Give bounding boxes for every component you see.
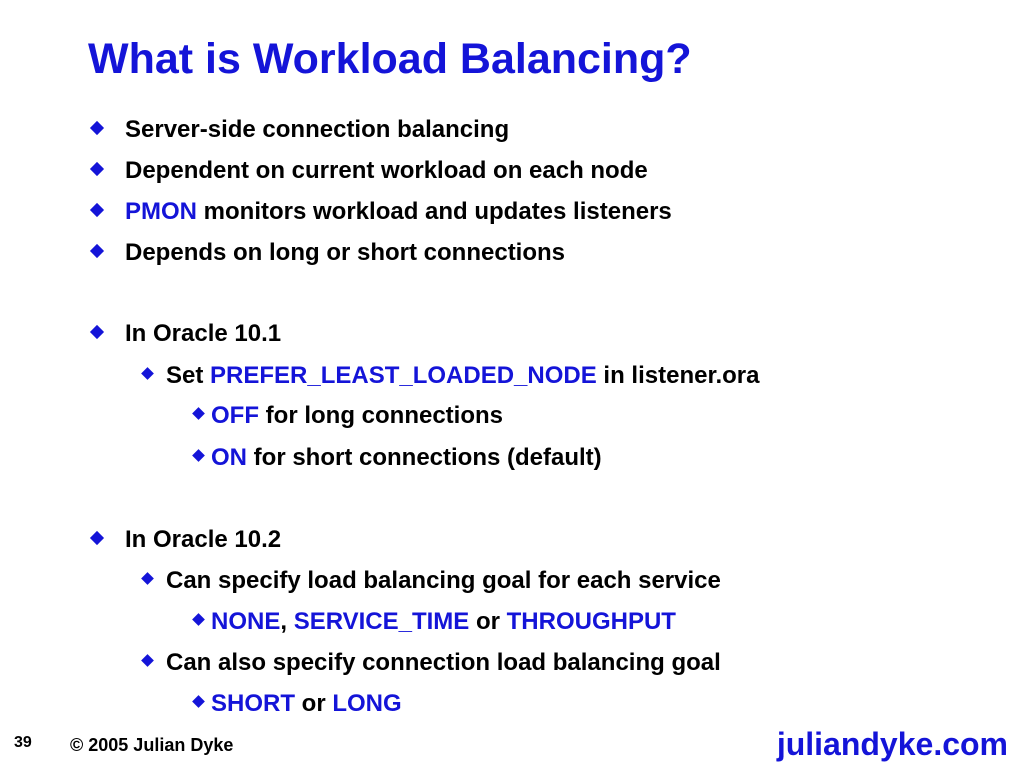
keyword: PMON — [125, 198, 197, 225]
diamond-bullet-icon — [141, 367, 154, 381]
diamond-bullet-icon — [141, 572, 154, 586]
bullet-text: monitors workload and updates listeners — [197, 198, 672, 225]
copyright-text: © 2005 Julian Dyke — [70, 735, 234, 755]
bullet-text: for long connections — [259, 402, 503, 429]
bullet-text: In Oracle 10.2 — [125, 526, 282, 553]
bullet-text: Server-side connection balancing — [125, 116, 510, 143]
sub-bullet-item: Can specify load balancing goal for each… — [139, 569, 721, 593]
bullet-item: Depends on long or short connections — [89, 239, 566, 266]
bullet-text: Can specify load balancing goal for each… — [166, 567, 721, 594]
bullet-text: , — [280, 608, 294, 635]
diamond-bullet-icon — [192, 407, 205, 421]
diamond-bullet-icon — [89, 120, 105, 135]
bullet-text: or — [295, 690, 333, 717]
diamond-bullet-icon — [89, 202, 105, 217]
diamond-bullet-icon — [89, 243, 105, 258]
sub-bullet-item: Can also specify connection load balanci… — [139, 651, 721, 675]
diamond-bullet-icon — [89, 530, 105, 545]
diamond-bullet-icon — [192, 695, 205, 709]
brand-logo-text: juliandyke.com — [776, 726, 1008, 762]
page-number: 39 — [14, 734, 32, 751]
bullet-text: or — [469, 608, 507, 635]
keyword: THROUGHPUT — [506, 608, 676, 635]
sub-sub-bullet-item: SHORT or LONG — [190, 692, 402, 716]
bullet-text: Dependent on current workload on each no… — [125, 157, 648, 184]
diamond-bullet-icon — [89, 324, 105, 339]
bullet-item: Dependent on current workload on each no… — [89, 157, 648, 184]
bullet-item: Server-side connection balancing — [89, 116, 510, 143]
keyword: PREFER_LEAST_LOADED_NODE — [210, 362, 597, 389]
diamond-bullet-icon — [192, 449, 205, 463]
slide-title: What is Workload Balancing? — [88, 35, 692, 83]
bullet-item: PMON monitors workload and updates liste… — [89, 198, 672, 225]
diamond-bullet-icon — [89, 161, 105, 176]
keyword: SERVICE_TIME — [293, 608, 470, 635]
keyword: SHORT — [211, 690, 295, 717]
keyword: OFF — [211, 402, 259, 429]
bullet-item: In Oracle 10.1 — [89, 320, 282, 347]
bullet-text: In Oracle 10.1 — [125, 320, 282, 347]
keyword: LONG — [332, 690, 402, 717]
bullet-text: Set — [166, 362, 211, 389]
sub-bullet-item: Set PREFER_LEAST_LOADED_NODE in listener… — [139, 364, 759, 388]
sub-sub-bullet-item: NONE, SERVICE_TIME or THROUGHPUT — [190, 610, 676, 634]
bullet-text: Depends on long or short connections — [125, 239, 566, 266]
diamond-bullet-icon — [192, 613, 205, 627]
bullet-text: in listener.ora — [596, 362, 760, 389]
bullet-text: for short connections (default) — [247, 444, 602, 471]
diamond-bullet-icon — [141, 654, 154, 668]
sub-sub-bullet-item: OFF for long connections — [190, 404, 503, 428]
keyword: ON — [211, 444, 247, 471]
sub-sub-bullet-item: ON for short connections (default) — [190, 446, 602, 470]
bullet-text: Can also specify connection load balanci… — [166, 649, 721, 676]
bullet-item: In Oracle 10.2 — [89, 526, 282, 553]
keyword: NONE — [211, 608, 281, 635]
